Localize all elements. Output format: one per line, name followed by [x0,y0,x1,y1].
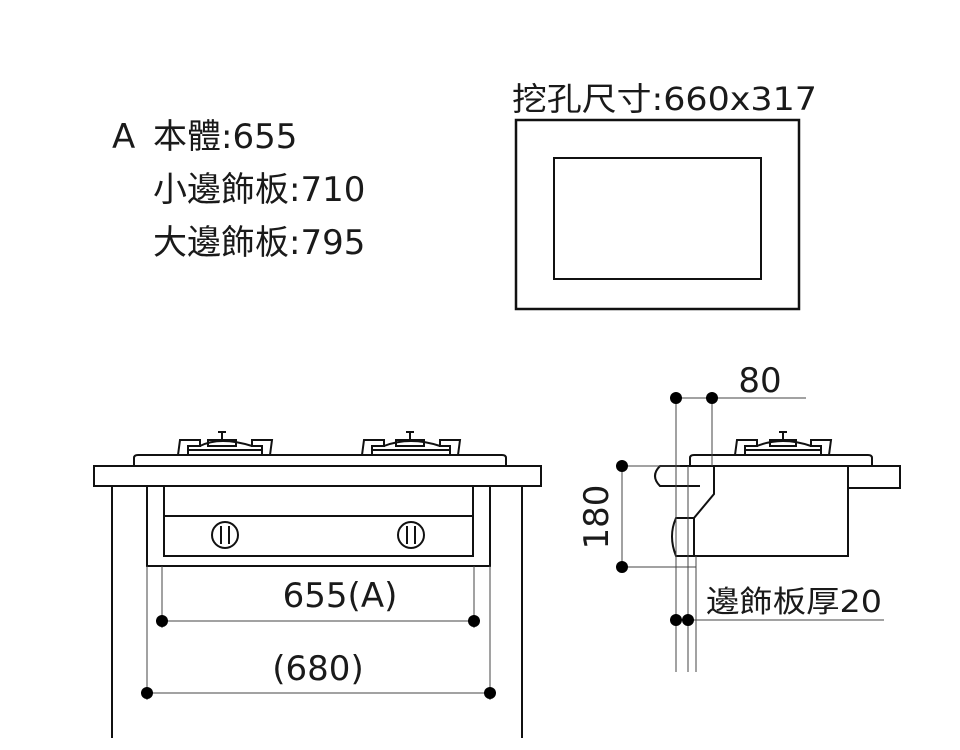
marker-180-top [616,460,628,472]
dim-80-label: 80 [738,361,781,401]
side-countertop-back [847,465,901,489]
front-view [93,431,542,738]
cutout-outer-frame [514,118,801,311]
burner-left [177,431,274,456]
cutout-size-label: 挖孔尺寸:660x317 [512,80,817,118]
side-burner [734,431,833,456]
marker-680-right [484,687,496,699]
marker-680-left [141,687,153,699]
spec-large-trim: 大邊飾板:795 [153,223,366,263]
stove-body [146,485,491,567]
spec-body: 本體:655 [153,117,298,157]
marker-80-right [706,392,718,404]
marker-180-bottom [616,561,628,573]
side-view [621,397,901,672]
cutout-diagram: 挖孔尺寸:660x317 [512,80,817,311]
burner-right [361,431,462,456]
label-a: A [112,117,136,157]
side-countertop-edge [654,465,700,487]
marker-655-left [156,615,168,627]
spec-small-trim: 小邊飾板:710 [153,170,366,210]
side-extension-lines [621,397,884,672]
cutout-hole [553,157,762,280]
side-knob [671,517,694,557]
side-dimension-markers [616,392,718,626]
knob-left [211,521,239,549]
front-panel [163,485,474,557]
marker-trim-right [682,614,694,626]
dim-680-label: (680) [272,649,363,689]
countertop [93,465,542,487]
marker-trim-left [670,614,682,626]
marker-80-left [670,392,682,404]
dim-180-label: 180 [577,485,617,550]
side-top-plate [689,454,873,466]
trim-thickness-label: 邊飾板厚20 [706,585,882,620]
front-dimension-markers [141,615,496,699]
dim-655-label: 655(A) [283,576,398,616]
stove-top-plate [133,454,507,466]
marker-655-right [468,615,480,627]
side-body [693,466,849,557]
knob-right [397,521,425,549]
